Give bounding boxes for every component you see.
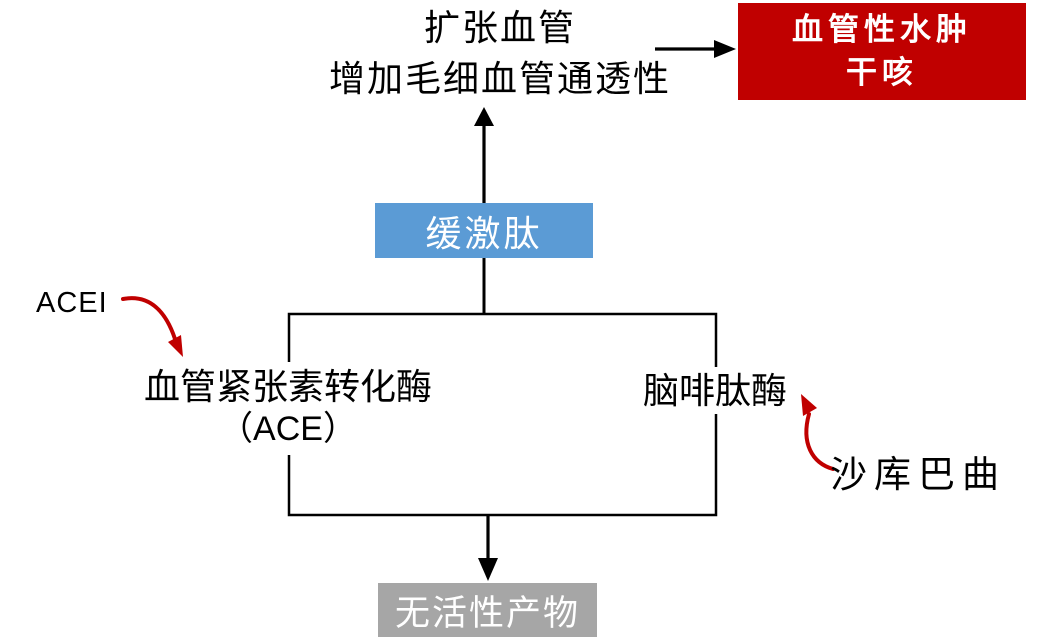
arrow-acei-inhibition-head	[168, 335, 183, 357]
ace-enzyme-name: 血管紧张素转化酶	[143, 366, 432, 407]
outcome-dry-cough: 干咳	[846, 54, 918, 91]
outcome-angioedema: 血管性水肿	[792, 11, 972, 48]
acei-inhibitor-label: ACEI	[36, 287, 108, 319]
effects-line-permeability: 增加毛细血管通透性	[328, 58, 671, 99]
arrow-enzymes-to-product-head	[478, 558, 498, 581]
sacubitril-inhibitor-label: 沙库巴曲	[830, 454, 1006, 495]
effects-text: 扩张血管 增加毛细血管通透性	[250, 2, 750, 104]
arrow-bradykinin-to-effects-head	[474, 107, 494, 126]
arrow-sacubitril-inhibition-shaft	[804, 412, 835, 471]
arrow-sacubitril-inhibition-head	[801, 394, 817, 416]
ace-enzyme-label: 血管紧张素转化酶 （ACE）	[128, 362, 448, 455]
bradykinin-box: 缓激肽	[375, 203, 593, 258]
arrow-effects-to-outcome-head	[714, 40, 736, 58]
ace-enzyme-abbrev: （ACE）	[219, 410, 357, 448]
outcome-box: 血管性水肿 干咳	[738, 3, 1026, 100]
arrow-acei-inhibition-shaft	[121, 296, 177, 341]
effects-line-vasodilation: 扩张血管	[423, 7, 576, 48]
inactive-product-box: 无活性产物	[378, 583, 597, 637]
neprilysin-enzyme-label: 脑啡肽酶	[630, 367, 800, 414]
